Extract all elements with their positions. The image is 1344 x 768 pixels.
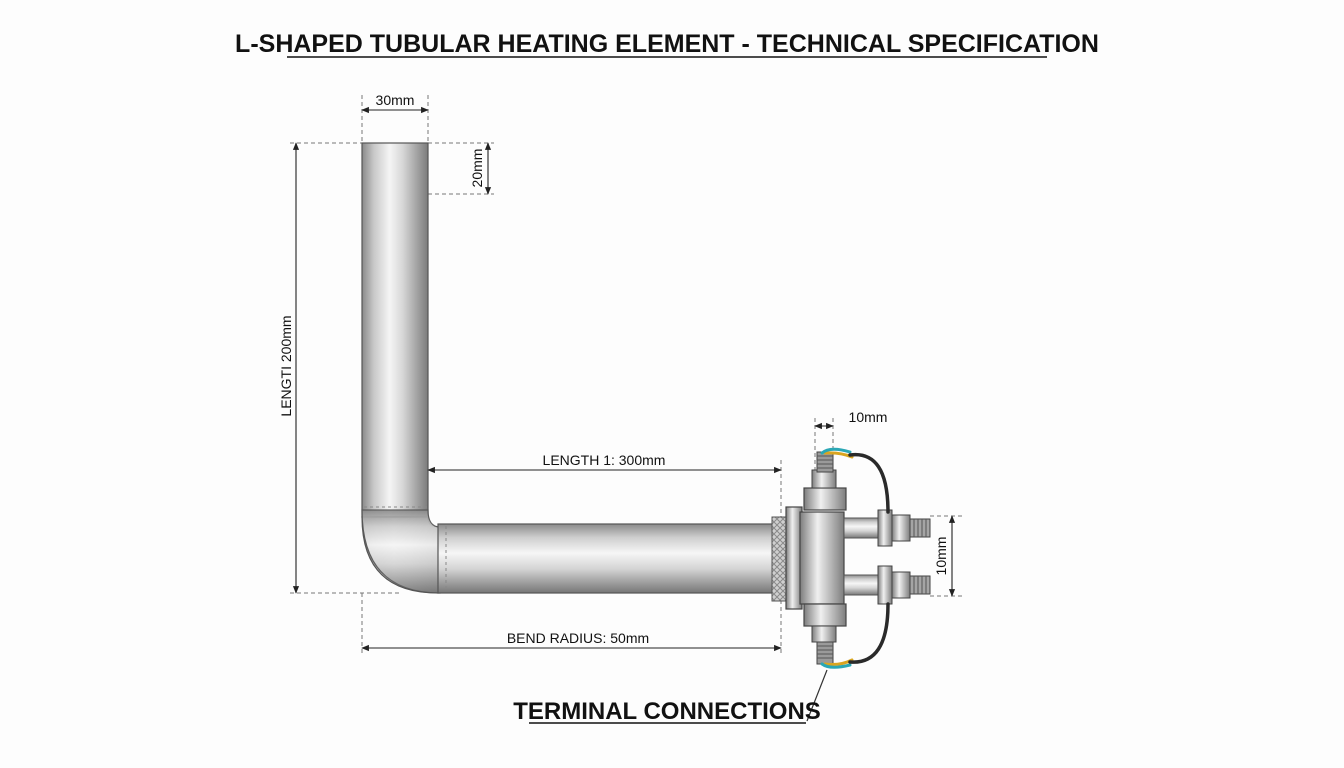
heating-element-tube <box>361 142 782 594</box>
dimension-terminal-spacing: 10mm <box>933 515 956 597</box>
terminal-assembly <box>771 451 931 665</box>
top-stud <box>816 451 834 473</box>
tube-width-label: 30mm <box>376 92 415 108</box>
bend-radius-label: BEND RADIUS: 50mm <box>507 630 649 646</box>
dimension-tube-width: 30mm <box>361 92 429 114</box>
top-washer <box>811 469 837 489</box>
dimension-bend-radius: BEND RADIUS: 50mm <box>361 630 782 652</box>
horizontal-length-label: LENGTH 1: 300mm <box>543 452 666 468</box>
top-offset-label: 20mm <box>469 149 485 188</box>
dimension-vertical-length: LENGTI 200mm <box>278 142 300 594</box>
callout-text: TERMINAL CONNECTIONS <box>513 698 821 725</box>
vertical-leg <box>361 142 429 518</box>
terminal-width-label: 10mm <box>849 409 888 425</box>
vertical-length-label: LENGTI 200mm <box>278 315 294 416</box>
top-nut <box>803 487 847 511</box>
bottom-stud <box>816 641 834 665</box>
lower-terminal-nut <box>877 565 893 605</box>
dimension-terminal-width: 10mm <box>814 409 888 430</box>
lower-terminal-rod <box>843 574 879 596</box>
terminal-callout: TERMINAL CONNECTIONS <box>513 669 828 725</box>
diagram-title: L-SHAPED TUBULAR HEATING ELEMENT - TECHN… <box>235 30 1099 58</box>
title-text: L-SHAPED TUBULAR HEATING ELEMENT - TECHN… <box>235 30 1099 58</box>
upper-terminal-rod <box>843 517 879 539</box>
upper-terminal-nut <box>877 509 893 547</box>
terminal-spacing-label: 10mm <box>933 537 949 576</box>
dimension-top-offset: 20mm <box>469 142 492 195</box>
bottom-washer <box>811 625 837 643</box>
lead-wires <box>820 447 890 669</box>
dimension-horizontal-length: LENGTH 1: 300mm <box>427 452 782 474</box>
callout-leader <box>806 669 828 722</box>
horizontal-leg <box>437 523 782 594</box>
bottom-nut <box>803 603 847 627</box>
terminal-body <box>799 511 845 605</box>
